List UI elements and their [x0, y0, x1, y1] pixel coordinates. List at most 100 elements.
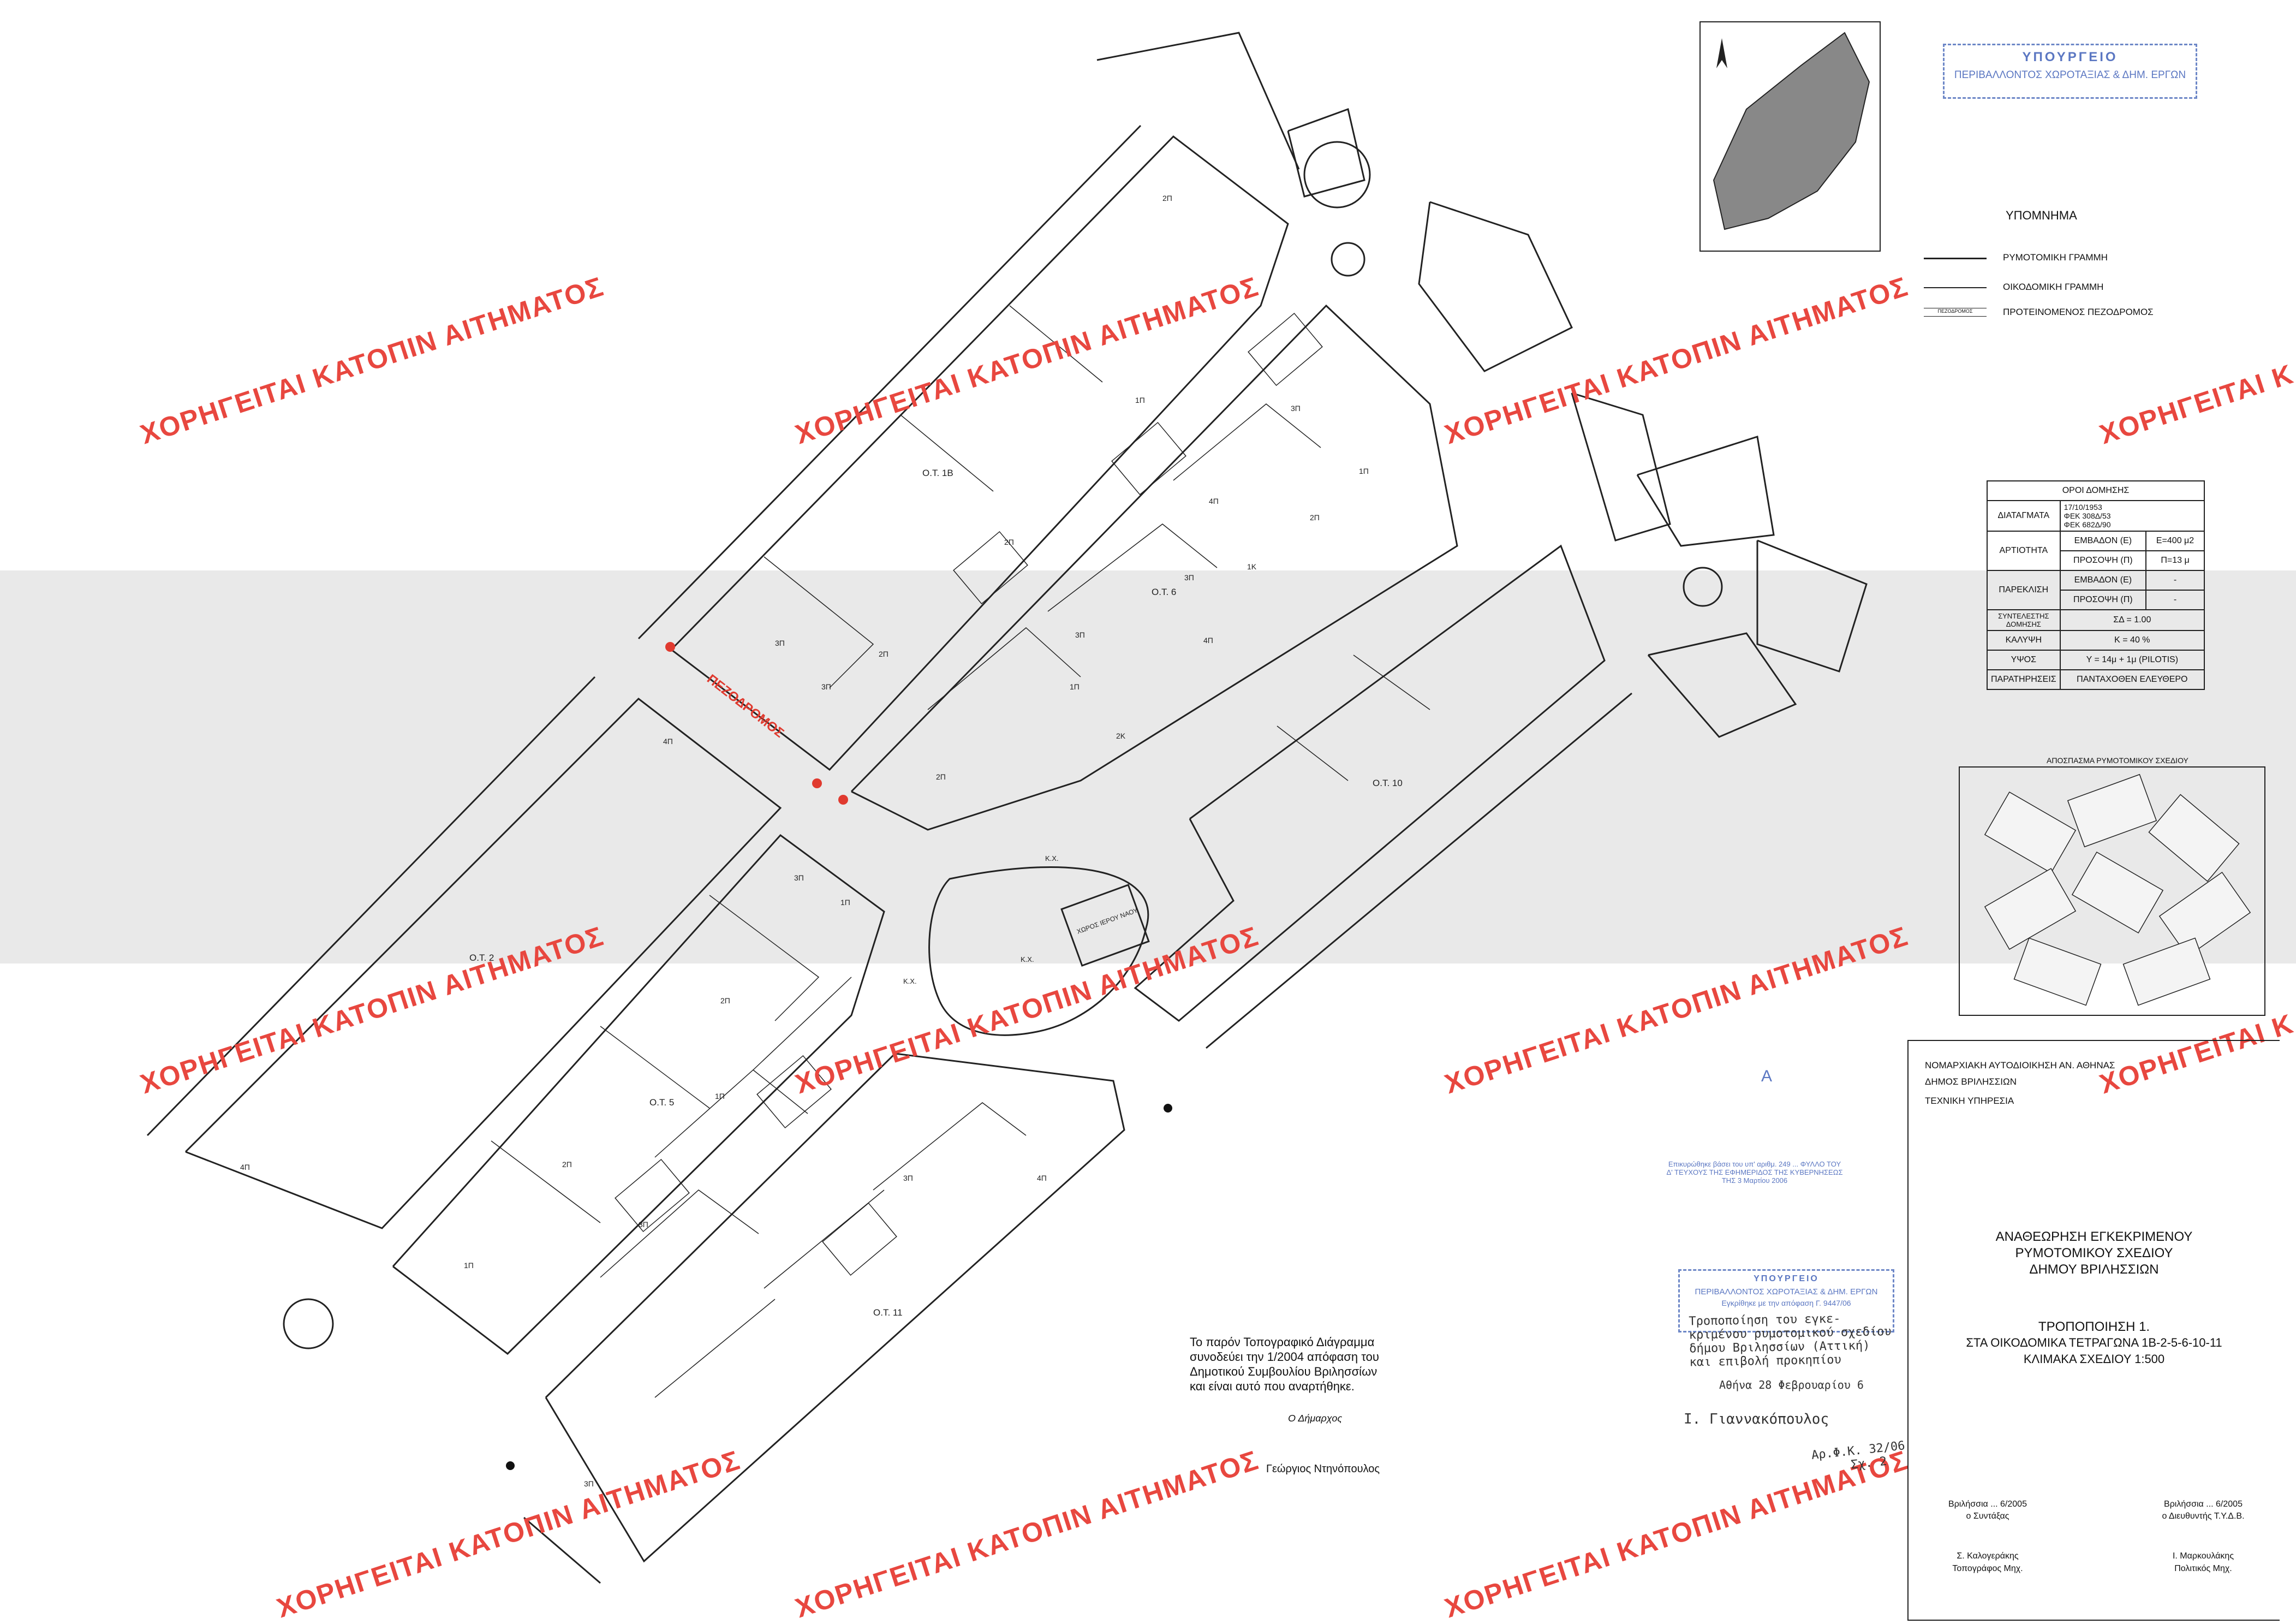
- block-ot2-outline: [184, 698, 782, 1229]
- org-line: ΤΕΧΝΙΚΗ ΥΠΗΡΕΣΙΑ: [1925, 1096, 2014, 1106]
- terms-value: -: [2145, 570, 2205, 591]
- block-label: Ο.Τ. 2: [469, 953, 494, 963]
- legend-marker-label: ΠΕΖΟΔΡΟΜΟΣ: [1937, 308, 1973, 314]
- floor-label: 1Π: [1359, 467, 1369, 475]
- block-ot18-outline: [670, 135, 1289, 771]
- black-markers: [506, 1104, 1172, 1470]
- floor-label: 4Π: [1203, 636, 1213, 645]
- terms-sublabel: ΠΡΟΣΟΨΗ (Π): [2059, 590, 2147, 610]
- block-label: Ο.Τ. 6: [1152, 587, 1177, 597]
- plot-lines: [491, 305, 1430, 1398]
- terms-label: ΣΥΝΤΕΛΕΣΤΗΣ ΔΟΜΗΣΗΣ: [1987, 609, 2061, 631]
- block-top-mid: [1287, 108, 1365, 198]
- street-edge-2: [1096, 32, 1300, 170]
- terms-label: ΥΨΟΣ: [1987, 650, 2061, 670]
- kx-label: Κ.Χ.: [1021, 955, 1034, 963]
- black-dot: [506, 1461, 515, 1470]
- plan-subtitle: ΣΤΑ ΟΙΚΟΔΟΜΙΚΑ ΤΕΤΡΑΓΩΝΑ 1Β-2-5-6-10-11: [1966, 1336, 2222, 1349]
- floor-label: 3Π: [639, 1220, 648, 1229]
- floor-label: 1Π: [1135, 396, 1145, 404]
- terms-label: ΑΡΤΙΟΤΗΤΑ: [1987, 531, 2061, 571]
- floor-label: 3Π: [821, 682, 831, 691]
- sign-title-left: Τοπογράφος Μηχ.: [1952, 1564, 2023, 1573]
- note-line: ΤΗΣ 3 Μαρτίου 2006: [1721, 1176, 1788, 1185]
- block-right-5: [1647, 632, 1797, 738]
- floor-label: 3Π: [794, 873, 804, 882]
- floor-label: 3Π: [903, 1174, 913, 1182]
- red-dot: [812, 778, 822, 788]
- topo-sign-1: Ο Δήμαρχος: [1288, 1413, 1343, 1424]
- roundabout-1: [1331, 242, 1365, 277]
- terms-sublabel: ΕΜΒΑΔΟΝ (Ε): [2059, 531, 2147, 551]
- red-dot: [665, 642, 675, 652]
- kx-label: Κ.Χ.: [903, 977, 917, 985]
- topo-line: Δημοτικού Συμβουλίου Βριλησσίων: [1190, 1365, 1377, 1378]
- block-label: Ο.Τ. 10: [1373, 778, 1403, 788]
- block-label: Ο.Τ. 1Β: [922, 468, 953, 478]
- floor-label: 1Π: [1070, 682, 1080, 691]
- church-building: [1060, 884, 1150, 967]
- floor-label: 2Π: [562, 1160, 572, 1169]
- stamp-line: ΥΠΟΥΡΓΕΙΟ: [1754, 1274, 1819, 1283]
- terms-label: ΚΑΛΥΨΗ: [1987, 630, 2061, 651]
- terms-value: -: [2145, 590, 2205, 610]
- legend-swatch-oikodomiki: [1924, 287, 1987, 288]
- floor-label: 3Π: [1184, 573, 1194, 582]
- gazette-note: Επικυρώθηκε βάσει του υπ' αριθμ. 249 ...…: [1632, 1160, 1877, 1185]
- org-line: ΔΗΜΟΣ ΒΡΙΛΗΣΣΙΩΝ: [1925, 1076, 2017, 1087]
- floor-label: 2Π: [1004, 538, 1014, 546]
- terms-value: Π=13 μ: [2145, 550, 2205, 571]
- roundabout-2: [1683, 567, 1723, 607]
- legend-label: ΠΡΟΤΕΙΝΟΜΕΝΟΣ ΠΕΖΟΔΡΟΜΟΣ: [2003, 307, 2154, 317]
- inset-blocks: [1984, 774, 2251, 1006]
- note-line: Δ' ΤΕΥΧΟΥΣ ΤΗΣ ΕΦΗΜΕΡΙΔΟΣ ΤΗΣ ΚΥΒΕΡΝΗΣΕΩ…: [1666, 1168, 1843, 1176]
- roundabout-3: [283, 1298, 334, 1349]
- stamp-line: ΠΕΡΙΒΑΛΛΟΝΤΟΣ ΧΩΡΟΤΑΞΙΑΣ & ΔΗΜ. ΕΡΓΩΝ: [1695, 1287, 1878, 1296]
- sign-name-left: Σ. Καλογεράκης: [1957, 1551, 2019, 1561]
- terms-value: ΣΔ = 1.00: [2059, 609, 2205, 631]
- handwritten-signature: Ι. Γιαννακόπουλος: [1684, 1411, 1829, 1427]
- terms-value: Ε=400 μ2: [2145, 531, 2205, 551]
- handwritten-decision: Τροποποίηση του εγκε- κριμένου ρυμοτομικ…: [1689, 1311, 1908, 1370]
- legend-swatch-pezodromos: ΠΕΖΟΔΡΟΜΟΣ: [1924, 308, 1987, 317]
- roundabout-4: [1303, 141, 1371, 209]
- terms-sublabel: ΕΜΒΑΔΟΝ (Ε): [2059, 570, 2147, 591]
- plan-subtitle: ΤΡΟΠΟΠΟΙΗΣΗ 1.: [2038, 1319, 2150, 1334]
- floor-label: 2Κ: [1116, 731, 1126, 740]
- floor-label: 2Π: [1162, 194, 1172, 203]
- floor-label: 1Π: [840, 898, 850, 907]
- topo-note: Το παρόν Τοπογραφικό Διάγραμμα συνοδεύει…: [1190, 1335, 1379, 1394]
- terms-value: 17/10/1953 ΦΕΚ 308Δ/53 ΦΕΚ 682Δ/90: [2059, 500, 2205, 532]
- legend-title: ΥΠΟΜΝΗΜΑ: [2006, 209, 2077, 222]
- terms-label: ΔΙΑΤΑΓΜΑΤΑ: [1987, 500, 2061, 532]
- stamp-line: ΠΕΡΙΒΑΛΛΟΝΤΟΣ ΧΩΡΟΤΑΞΙΑΣ & ΔΗΜ. ΕΡΓΩΝ: [1954, 69, 2186, 81]
- floor-label: 3Π: [584, 1479, 594, 1488]
- scan-gray-band: [0, 570, 2296, 963]
- ministry-stamp-bottom: ΥΠΟΥΡΓΕΙΟ ΠΕΡΙΒΑΛΛΟΝΤΟΣ ΧΩΡΟΤΑΞΙΑΣ & ΔΗΜ…: [1678, 1269, 1894, 1332]
- block-ot5-outline: [392, 834, 885, 1355]
- street-edge-3: [1206, 692, 1632, 1049]
- block-ot10-outline: [1134, 544, 1606, 1022]
- plan-scale: ΚΛΙΜΑΚΑ ΣΧΕΔΙΟΥ 1:500: [2023, 1352, 2165, 1366]
- block-ot11-outline: [545, 1052, 1125, 1563]
- terms-label: ΠΑΡΑΤΗΡΗΣΕΙΣ: [1987, 669, 2061, 690]
- block-label: Ο.Τ. 11: [873, 1307, 903, 1318]
- legend-label: ΡΥΜΟΤΟΜΙΚΗ ΓΡΑΜΜΗ: [2003, 252, 2108, 263]
- topo-line: και είναι αυτό που αναρτήθηκε.: [1190, 1379, 1355, 1393]
- topo-sign-2: Γεώργιος Ντηνόπουλος: [1266, 1463, 1380, 1475]
- floor-label: 2Π: [936, 772, 946, 781]
- sign-role-right: ο Διευθυντής Τ.Υ.Δ.Β.: [2162, 1512, 2245, 1521]
- street-lines: [146, 32, 1868, 1584]
- inset-frame: [1959, 766, 2265, 1016]
- block-right-2: [1571, 392, 1671, 542]
- letter-mark: Α: [1761, 1067, 1773, 1085]
- floor-label: 2Π: [879, 650, 888, 658]
- floor-label: 3Π: [1075, 630, 1085, 639]
- ministry-stamp-top: ΥΠΟΥΡΓΕΙΟ ΠΕΡΙΒΑΛΛΟΝΤΟΣ ΧΩΡΟΤΑΞΙΑΣ & ΔΗΜ…: [1943, 44, 2197, 99]
- sign-date-right: Βριλήσσια ... 6/2005: [2164, 1500, 2243, 1509]
- stamp-line: ΥΠΟΥΡΓΕΙΟ: [2022, 50, 2118, 64]
- handwritten-date: Αθήνα 28 Φεβρουαρίου 6: [1719, 1378, 1864, 1391]
- note-line: Επικυρώθηκε βάσει του υπ' αριθμ. 249 ...…: [1668, 1160, 1841, 1168]
- terms-value: Κ = 40 %: [2059, 630, 2205, 651]
- north-arrow-shape: [1716, 38, 1727, 68]
